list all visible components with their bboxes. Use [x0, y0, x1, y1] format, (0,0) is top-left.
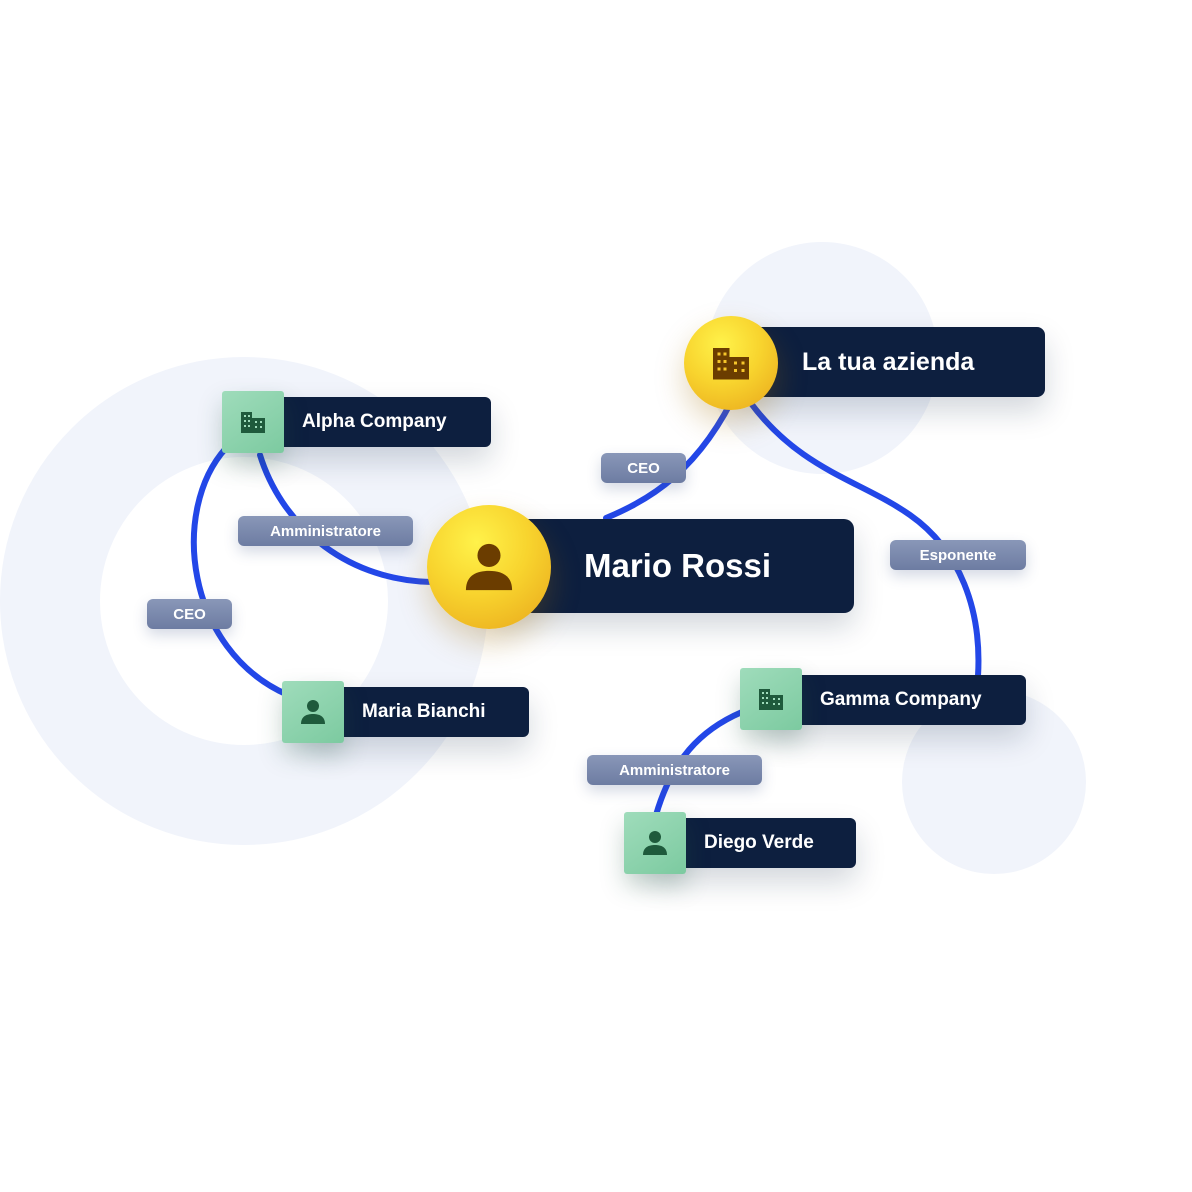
node-label-box: Alpha Company	[246, 397, 491, 447]
edge-alpha-maria	[190, 445, 291, 698]
node-label-box: Gamma Company	[764, 675, 1026, 725]
edge-label-gamma-diego: Amministratore	[587, 755, 762, 785]
node-label: Maria Bianchi	[362, 701, 486, 722]
edge-label-text: Amministratore	[619, 761, 730, 779]
building-icon	[222, 391, 284, 453]
node-label-box: La tua azienda	[740, 327, 1045, 397]
edge-label-text: Amministratore	[270, 522, 381, 540]
person-icon	[282, 681, 344, 743]
node-label: Gamma Company	[820, 689, 982, 710]
edge-label-text: CEO	[173, 605, 206, 623]
edge-your-company-gamma	[747, 399, 982, 679]
node-label: Mario Rossi	[584, 547, 772, 584]
edge-label-alpha-mario: Amministratore	[238, 516, 413, 546]
edge-label-alpha-maria: CEO	[147, 599, 232, 629]
edge-label-your-company-gamma: Esponente	[890, 540, 1026, 570]
node-label: La tua azienda	[802, 347, 975, 376]
edge-gamma-diego	[653, 709, 745, 818]
building-icon	[740, 668, 802, 730]
person-icon	[427, 505, 551, 629]
person-icon	[624, 812, 686, 874]
edge-label-text: CEO	[627, 459, 660, 477]
node-label: Alpha Company	[302, 411, 447, 432]
edge-label-text: Esponente	[919, 546, 997, 564]
edge-label-mario-your-company: CEO	[601, 453, 686, 483]
building-icon	[684, 316, 778, 410]
node-label: Diego Verde	[704, 832, 814, 853]
